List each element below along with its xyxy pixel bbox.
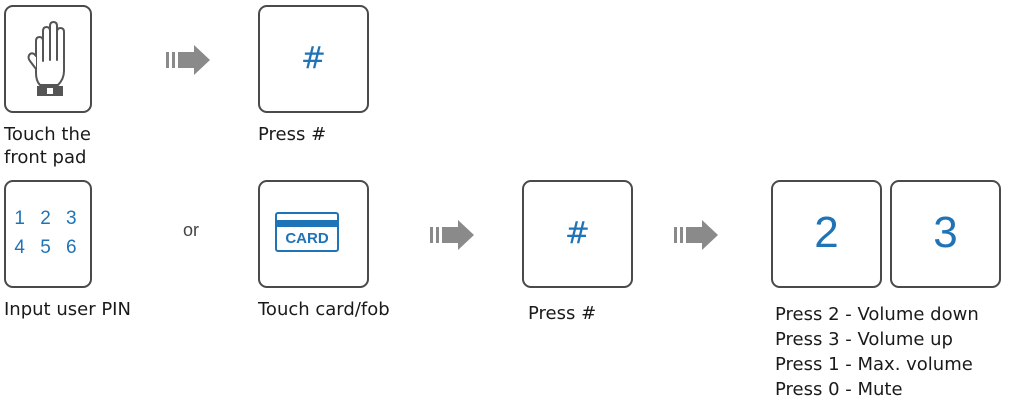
volume-instructions: Press 2 - Volume down Press 3 - Volume u…	[775, 302, 979, 402]
volume-instruction: Press 1 - Max. volume	[775, 354, 973, 375]
pin-row-1: 1 2 3	[14, 208, 82, 229]
hash-symbol-2: #	[564, 216, 591, 251]
volume-instruction: Press 3 - Volume up	[775, 329, 953, 350]
volume-instruction: Press 0 - Mute	[775, 379, 903, 400]
arrow-icon	[674, 220, 718, 250]
press-hash-label-2: Press #	[528, 303, 597, 324]
key-3: 3	[890, 180, 1001, 288]
or-text: or	[183, 220, 200, 240]
input-user-pin-label: Input user PIN	[4, 299, 131, 320]
card-key: CARD	[258, 180, 369, 288]
arrow-icon	[166, 45, 210, 75]
digit-3: 3	[933, 208, 958, 257]
card-icon: CARD	[275, 212, 339, 252]
key-2: 2	[771, 180, 882, 288]
touch-front-pad-label-1: Touch the	[4, 124, 91, 145]
pin-row-2: 4 5 6	[14, 237, 82, 258]
arrow-icon	[430, 220, 474, 250]
touch-card-fob-label: Touch card/fob	[258, 299, 390, 320]
digit-2: 2	[814, 208, 839, 257]
hash-symbol: #	[300, 41, 327, 76]
press-hash-label: Press #	[258, 124, 327, 145]
card-text: CARD	[285, 230, 329, 247]
touch-front-pad-label-2: front pad	[4, 147, 87, 168]
hash-key-2: #	[522, 180, 633, 288]
volume-instruction: Press 2 - Volume down	[775, 304, 979, 325]
pin-keypad-key: 1 2 3 4 5 6	[4, 180, 92, 288]
touch-pad-key	[4, 5, 92, 113]
hash-key: #	[258, 5, 369, 113]
hand-icon	[27, 21, 65, 96]
